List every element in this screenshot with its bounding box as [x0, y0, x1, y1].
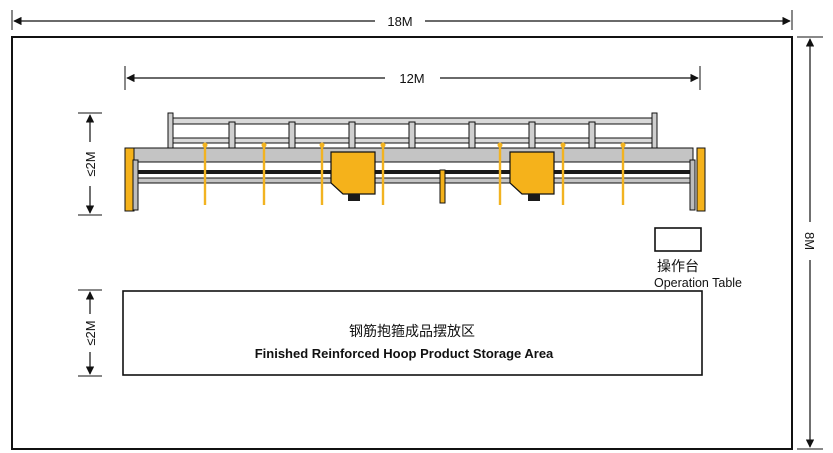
rail-end-left — [167, 112, 174, 152]
rod-caps — [202, 142, 626, 148]
storage-area-label-en: Finished Reinforced Hoop Product Storage… — [255, 346, 554, 361]
storage-depth-label: ≤2M — [83, 320, 98, 345]
rail-posts — [228, 121, 596, 151]
operation-table-label-en: Operation Table — [654, 276, 742, 290]
beam-dark-strip — [133, 170, 693, 174]
operation-table: 操作台 Operation Table — [654, 227, 742, 290]
rail-end-right — [651, 112, 658, 152]
hoop-machine — [124, 112, 706, 212]
operation-table-box — [654, 227, 702, 252]
end-frame-right-inner — [689, 159, 696, 211]
bending-head-right — [509, 151, 555, 201]
beam-lower — [132, 177, 694, 184]
end-frame-left-inner — [132, 159, 139, 211]
storage-depth-dimension: ≤2M — [78, 289, 102, 377]
operation-table-label-cn: 操作台 — [657, 258, 699, 274]
machine-depth-label: ≤2M — [83, 151, 98, 176]
overall-width-dimension: 18M — [11, 10, 793, 30]
end-frame-right — [696, 147, 706, 212]
yellow-rods — [203, 146, 625, 205]
main-beam — [132, 147, 694, 163]
machine-length-dimension: 12M — [124, 66, 701, 90]
bending-head-left — [330, 151, 376, 201]
overall-width-label: 18M — [387, 14, 412, 29]
overall-height-dimension: 8M — [797, 36, 823, 450]
storage-area-box — [122, 290, 703, 376]
center-post — [439, 169, 446, 204]
machine-depth-dimension: ≤2M — [78, 112, 102, 216]
site-boundary — [11, 36, 793, 450]
overall-height-label: 8M — [802, 232, 817, 250]
storage-area: 钢筋抱箍成品摆放区 Finished Reinforced Hoop Produ… — [122, 290, 703, 376]
machine-length-label: 12M — [399, 71, 424, 86]
storage-area-label-cn: 钢筋抱箍成品摆放区 — [349, 323, 475, 339]
